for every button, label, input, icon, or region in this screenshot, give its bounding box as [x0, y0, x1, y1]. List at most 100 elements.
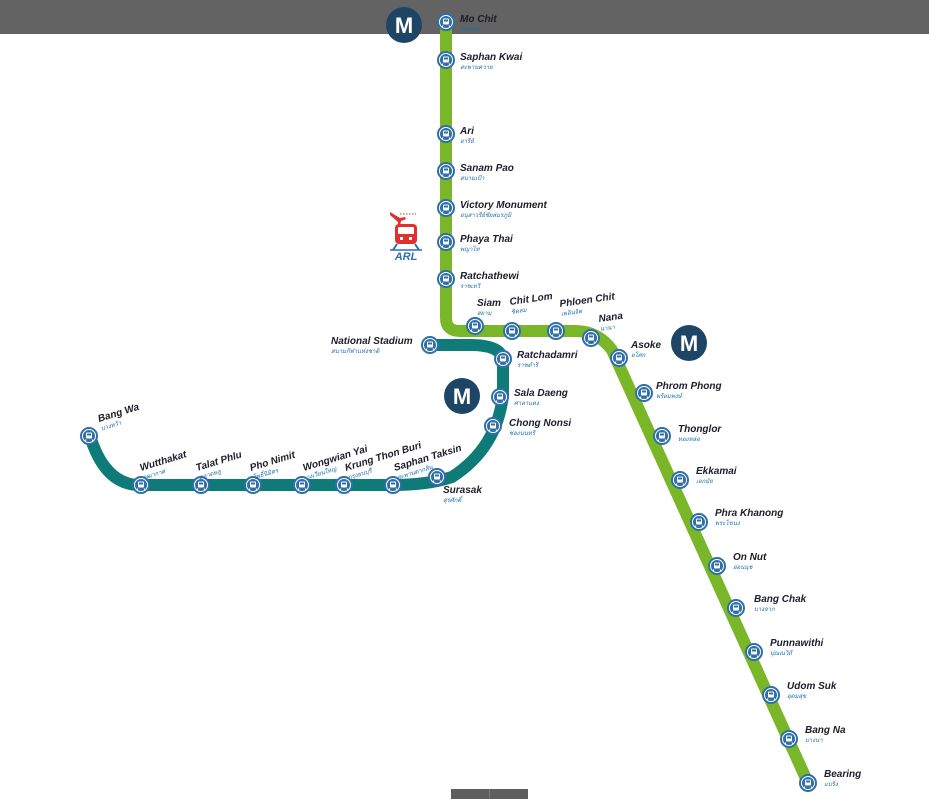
svg-text:M: M [453, 384, 471, 409]
train-icon [132, 476, 150, 494]
train-icon [437, 125, 455, 143]
station-name: Ratchadamri [517, 350, 578, 361]
prev-button[interactable] [451, 789, 490, 799]
station-name: Chong Nonsi [509, 418, 571, 429]
train-icon [547, 322, 565, 340]
station-name-thai: ทองหล่อ [678, 436, 700, 443]
svg-text:M: M [395, 13, 413, 38]
train-icon [437, 233, 455, 251]
station-name-thai: เอกมัย [696, 478, 713, 485]
train-icon [293, 476, 311, 494]
train-icon [671, 471, 689, 489]
station-name: Udom Suk [787, 681, 837, 692]
station-name: Chit Lom [509, 291, 554, 308]
train-icon [335, 476, 353, 494]
station-name: Nana [598, 311, 624, 325]
mrt-icon: M [671, 325, 707, 361]
station-name-thai: ชิดลม [511, 307, 528, 316]
station-name: Punnawithi [770, 638, 824, 649]
svg-text:ARL: ARL [394, 251, 418, 263]
station-name: Surasak [443, 485, 482, 496]
station-name-thai: อนุสาวรีย์ชัยสมรภูมิ [460, 211, 512, 219]
station-name: Sanam Pao [460, 163, 514, 174]
train-icon [727, 599, 745, 617]
station-name: Ari [459, 126, 474, 137]
train-icon [437, 13, 455, 31]
station-name-thai: สยาม [477, 310, 493, 317]
train-icon [610, 349, 628, 367]
station-name: Phrom Phong [656, 381, 722, 392]
train-icon [466, 317, 484, 335]
train-icon [582, 329, 600, 347]
train-icon [780, 730, 798, 748]
station-name: Phloen Chit [559, 291, 616, 310]
station-name: Bang Chak [754, 594, 807, 605]
station-name-thai: ปุณณวิถี [770, 649, 793, 657]
train-icon [653, 427, 671, 445]
train-icon [437, 199, 455, 217]
bottom-controls [451, 789, 528, 799]
station-name-thai: อ่อนนุช [733, 564, 753, 571]
station-name-thai: ศาลาแดง [514, 400, 540, 407]
airport-rail-link-icon: ARL [390, 212, 422, 263]
station-name-thai: พระโขนง [715, 519, 741, 527]
train-icon [80, 427, 98, 445]
station-name-thai: อารีย์ [460, 137, 476, 145]
station-name: Mo Chit [460, 14, 497, 25]
train-icon [384, 476, 402, 494]
train-icon [244, 476, 262, 494]
station-name: Saphan Kwai [460, 52, 522, 63]
station-name-thai: สนามเป้า [460, 174, 485, 182]
station-name-thai: อโศก [631, 351, 646, 359]
station-name-thai: ราชเทวี [460, 282, 481, 290]
station-name-thai: นานา [600, 324, 616, 333]
station-name: Phra Khanong [715, 508, 783, 519]
train-icon [503, 322, 521, 340]
station-name: Bearing [824, 769, 861, 780]
mrt-icon: M [444, 378, 480, 414]
station-name: National Stadium [331, 336, 413, 347]
train-icon [437, 162, 455, 180]
station-name: Asoke [630, 340, 661, 351]
train-icon [745, 643, 763, 661]
station-name: Siam [477, 298, 501, 309]
station-name-thai: สะพานควาย [460, 64, 493, 71]
train-icon [635, 384, 653, 402]
station-name: Sala Daeng [514, 388, 568, 399]
station-name: Ekkamai [696, 466, 737, 477]
station-name-thai: พร้อมพงษ์ [656, 392, 684, 400]
next-button[interactable] [490, 789, 528, 799]
station-name: Phaya Thai [460, 234, 513, 245]
train-icon [428, 468, 446, 486]
svg-text:M: M [680, 331, 698, 356]
station-name-thai: บางนา [805, 737, 823, 744]
